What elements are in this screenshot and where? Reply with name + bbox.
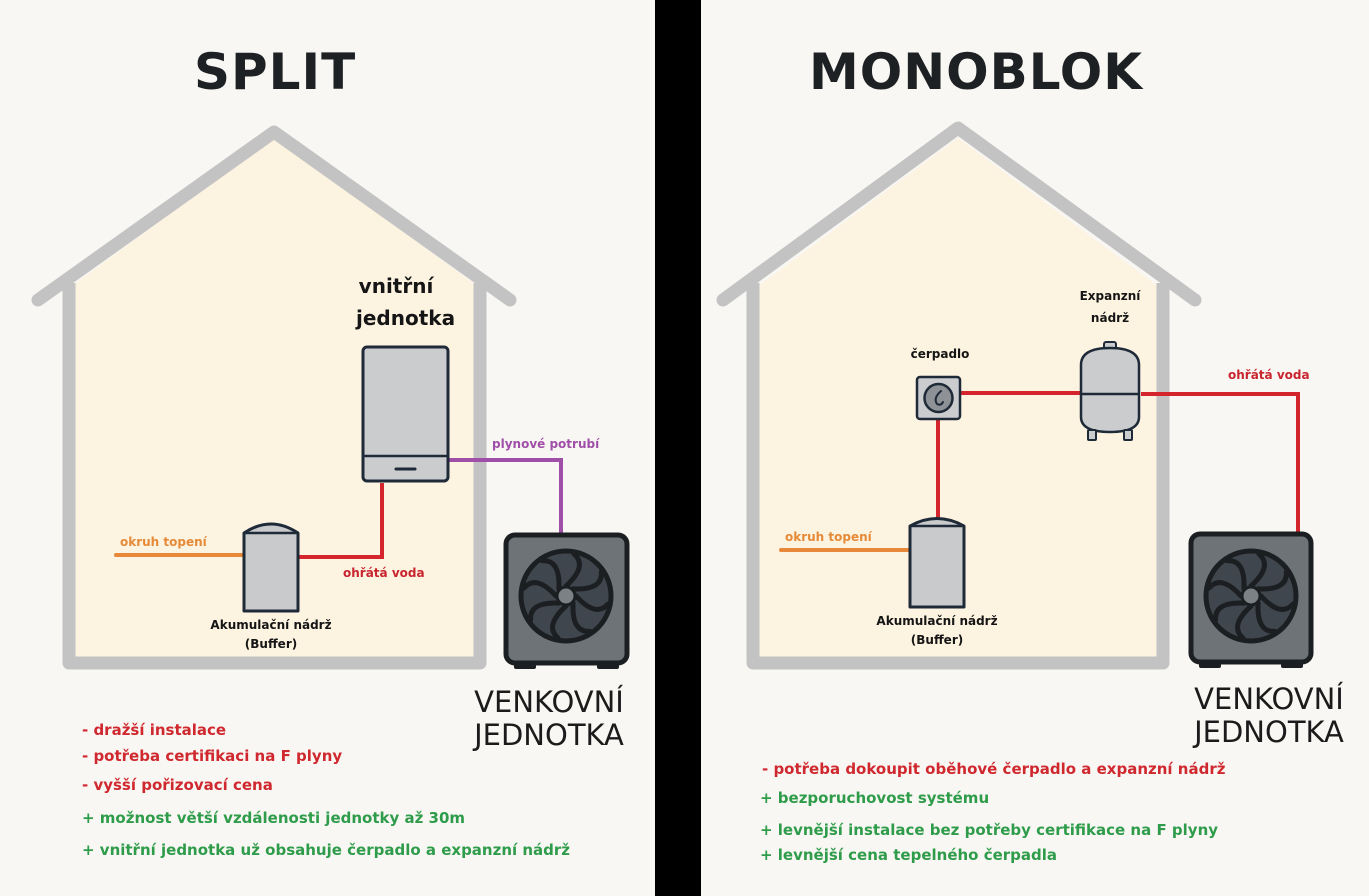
- split-house-walls: [62, 283, 487, 670]
- monoblok-expansion-tank-label-line1: Expanzní: [1079, 289, 1141, 303]
- monoblok-buffer-label-line2: (Buffer): [910, 633, 964, 647]
- monoblok-expansion-tank-icon: [1079, 341, 1141, 441]
- monoblok-outdoor-unit-label-line2: JEDNOTKA: [1194, 715, 1344, 749]
- monoblok-title: MONOBLOK: [809, 43, 1144, 101]
- split-buffer-label-line2: (Buffer): [244, 637, 298, 651]
- split-gas-pipe: [449, 458, 563, 535]
- split-buffer-tank-icon: [242, 522, 300, 613]
- monoblok-pro-item: + levnější instalace bez potřeby certifi…: [760, 821, 1219, 839]
- split-con-item: - vyšší pořizovací cena: [82, 776, 273, 794]
- split-buffer-label-line1: Akumulační nádrž: [210, 618, 332, 632]
- split-diagram: [31, 125, 630, 670]
- panel-divider: [655, 0, 701, 896]
- monoblok-hot-water-pipe-tank-to-outdoor: [1141, 392, 1300, 533]
- monoblok-con-item: - potřeba dokoupit oběhové čerpadlo a ex…: [762, 760, 1226, 778]
- monoblok-outdoor-unit-label: VENKOVNÍ JEDNOTKA: [1169, 683, 1369, 749]
- monoblok-fan-icon: [1203, 548, 1299, 644]
- monoblok-buffer-label-line1: Akumulační nádrž: [876, 614, 998, 628]
- split-title: SPLIT: [194, 43, 357, 101]
- monoblok-outdoor-unit-icon: [1188, 531, 1314, 668]
- monoblok-expansion-tank-label-line2: nádrž: [1090, 311, 1130, 325]
- monoblok-heating-circuit-label: okruh topení: [785, 530, 872, 544]
- split-gas-pipe-label: plynové potrubí: [492, 437, 600, 451]
- monoblok-hot-water-label: ohřátá voda: [1228, 368, 1310, 382]
- split-indoor-unit-icon: [361, 345, 450, 483]
- split-outdoor-unit-label: VENKOVNÍ JEDNOTKA: [452, 686, 646, 752]
- monoblok-diagram: [716, 121, 1314, 670]
- split-outdoor-unit-icon: [503, 532, 630, 669]
- split-con-item: - dražší instalace: [82, 721, 227, 739]
- split-indoor-unit-label-line1: vnitřní: [358, 274, 434, 298]
- monoblok-pro-item: + levnější cena tepelného čerpadla: [760, 846, 1058, 864]
- split-outdoor-unit-label-line2: JEDNOTKA: [474, 718, 624, 752]
- split-hot-water-pipe: [299, 483, 384, 559]
- monoblok-panel: MONOBLOK Expanzní nádrž čerpadlo ohřátá …: [701, 0, 1369, 896]
- monoblok-outdoor-unit-label-line1: VENKOVNÍ: [1194, 682, 1344, 716]
- split-pro-item: + možnost větší vzdálenosti jednotky až …: [82, 809, 466, 827]
- split-pro-item: + vnitřní jednotka už obsahuje čerpadlo …: [82, 841, 571, 859]
- monoblok-house-walls: [746, 283, 1170, 670]
- monoblok-pump-label: čerpadlo: [910, 347, 970, 361]
- split-heating-circuit-label: okruh topení: [120, 535, 207, 549]
- split-panel: SPLIT vnitřní jednotka plynové potrubí o…: [0, 0, 655, 896]
- monoblok-house-roof: [716, 121, 1202, 307]
- monoblok-pro-item: + bezporuchovost systému: [760, 789, 990, 807]
- split-con-item: - potřeba certifikaci na F plyny: [82, 747, 343, 765]
- split-indoor-unit-label-line2: jednotka: [356, 306, 456, 330]
- split-house-roof: [31, 125, 517, 307]
- split-hot-water-label: ohřátá voda: [343, 566, 425, 580]
- split-outdoor-unit-label-line1: VENKOVNÍ: [474, 685, 624, 719]
- monoblok-buffer-tank-icon: [908, 517, 966, 609]
- monoblok-pump-icon: [915, 375, 962, 421]
- split-house-fill: [69, 138, 480, 663]
- split-house: [31, 125, 517, 670]
- split-fan-icon: [518, 548, 614, 644]
